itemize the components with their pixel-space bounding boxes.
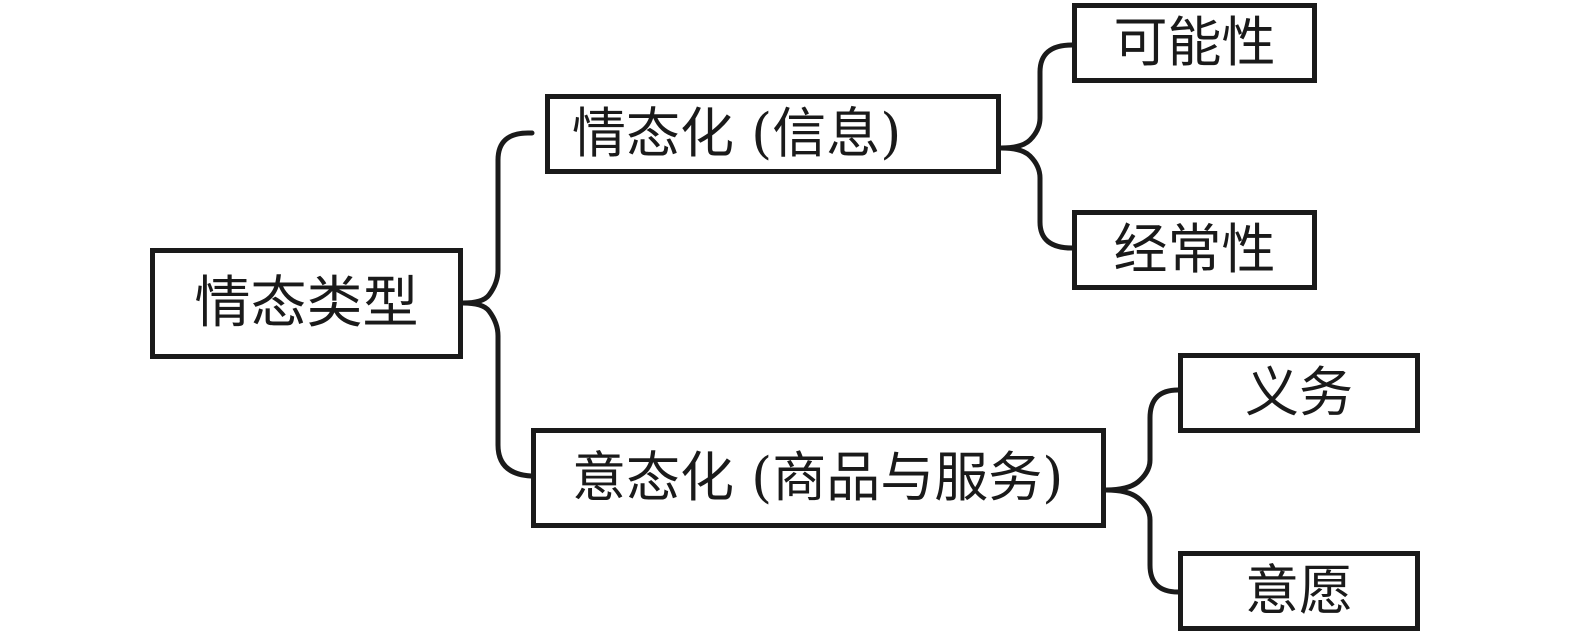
leaf-node-willingness-label: 意愿: [1245, 559, 1353, 622]
leaf-node-obligation: 义务: [1178, 353, 1420, 433]
connector-info-to-frequency: [998, 145, 1075, 251]
branch-node-information: 情态化 (信息): [545, 94, 1001, 174]
leaf-node-possibility: 可能性: [1072, 3, 1317, 83]
branch-node-information-label: 情态化 (信息): [572, 102, 902, 165]
branch-node-goods-services: 意态化 (商品与服务): [531, 428, 1106, 528]
connector-goods-to-obligation: [1103, 387, 1181, 493]
leaf-node-willingness: 意愿: [1178, 551, 1420, 631]
leaf-node-frequency-label: 经常性: [1113, 218, 1276, 281]
connector-root-to-info: [460, 130, 535, 306]
connector-root-to-goods: [460, 300, 534, 479]
leaf-node-obligation-label: 义务: [1245, 361, 1353, 424]
root-node-label: 情态类型: [194, 270, 419, 336]
leaf-node-frequency: 经常性: [1072, 210, 1317, 290]
connector-info-to-possibility: [998, 42, 1075, 151]
root-node: 情态类型: [150, 248, 463, 359]
connector-goods-to-willingness: [1103, 487, 1181, 595]
leaf-node-possibility-label: 可能性: [1113, 11, 1276, 74]
branch-node-goods-services-label: 意态化 (商品与服务): [572, 446, 1064, 509]
